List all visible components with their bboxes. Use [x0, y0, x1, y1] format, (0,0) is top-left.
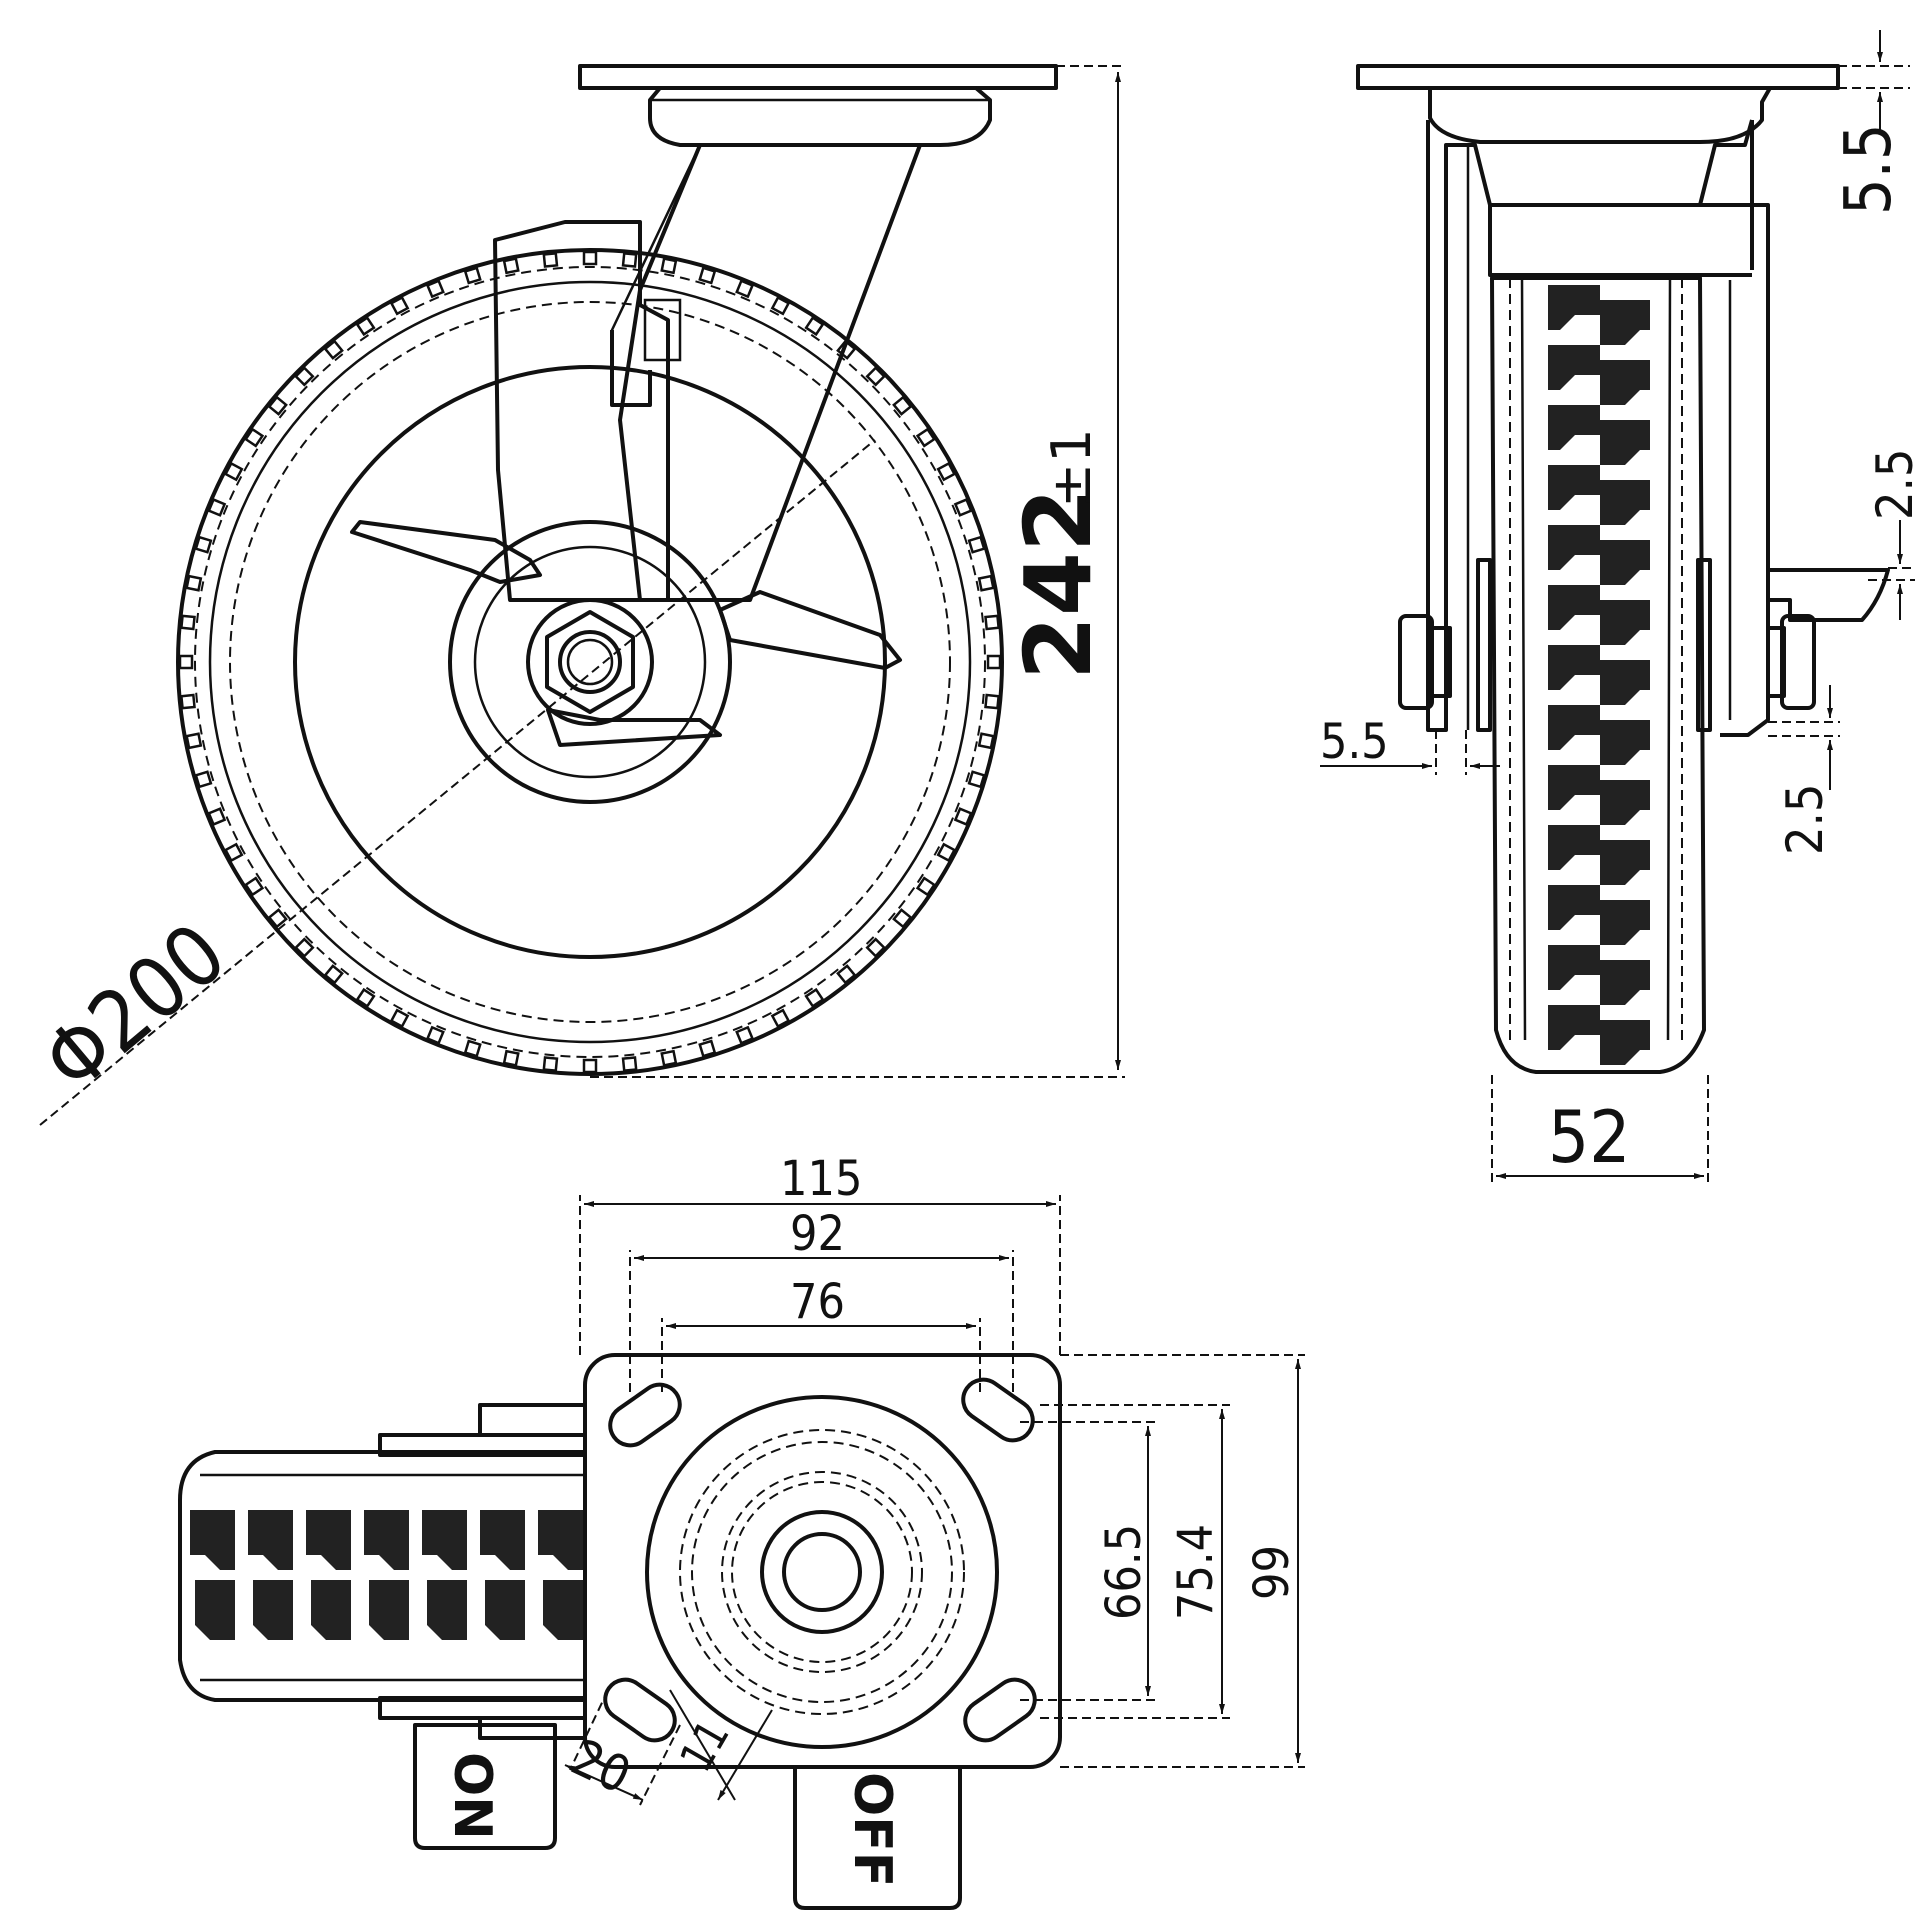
mounting-plate [583, 1353, 1062, 1769]
brake-tab-off [793, 1765, 962, 1910]
plate-thickness-dimension: 5.5 [1832, 30, 1910, 215]
bolt-spacing-75-label: 75.4 [1168, 1524, 1224, 1620]
side-view [176, 64, 1058, 1076]
brake-offset-label: 2.5 [1776, 783, 1834, 855]
plate-thickness-label: 5.5 [1832, 123, 1906, 215]
side-gap-dimension: 5.5 [1320, 714, 1500, 775]
bolt-slots [603, 1377, 1037, 1743]
height-label: 242 [1005, 488, 1112, 680]
plate-width-label: 99 [1244, 1545, 1300, 1600]
bolt-spacing-76-dimension: 76 [661, 1274, 981, 1392]
top-plate-front [1356, 64, 1840, 90]
brake-off-label: OFF [842, 1772, 902, 1887]
plate-width-dimension: 99 [1060, 1354, 1305, 1768]
top-view: ON OFF [178, 1353, 1062, 1910]
height-tolerance: ±1 [1040, 428, 1103, 508]
diameter-dimension: Φ200 [25, 439, 876, 1126]
fork-side [618, 143, 922, 602]
bolt-spacing-66-label: 66.5 [1096, 1524, 1152, 1620]
brake-offset-dimension: 2.5 [1768, 685, 1840, 855]
diameter-label: Φ200 [25, 904, 244, 1110]
fork-front [1426, 120, 1492, 732]
bolt-spacing-66-dimension: 66.5 [1020, 1421, 1155, 1701]
side-gap-label: 5.5 [1320, 714, 1389, 770]
bolt-spacing-92-dimension: 92 [629, 1206, 1014, 1392]
bolt-spacing-76-label: 76 [790, 1274, 845, 1330]
height-dimension: 242 ±1 [590, 65, 1125, 1078]
plate-length-label: 115 [780, 1151, 862, 1207]
brake-lever-side [718, 590, 902, 670]
swivel-bearing-side [648, 86, 992, 147]
plate-length-dimension: 115 [579, 1151, 1061, 1355]
brake-pedal-side [350, 520, 542, 584]
wheel-width-dimension: 52 [1491, 1075, 1709, 1185]
slot-length-dimension: 20 [563, 1689, 681, 1806]
front-view [1356, 64, 1890, 1074]
wheel-side [176, 248, 1004, 1076]
bolt-spacing-92-label: 92 [790, 1206, 845, 1262]
brake-pedal-front [1766, 568, 1890, 622]
top-plate-side [578, 64, 1058, 90]
brake-tab-on [413, 1723, 557, 1850]
wheel-width-label: 52 [1548, 1095, 1630, 1179]
axle-bolt-side [545, 610, 635, 714]
brake-gap-dimension: 2.5 [1866, 448, 1915, 620]
wheel-front [1490, 276, 1706, 1074]
axle-nut-right [1780, 614, 1816, 710]
slot-width-dimension: 11 [669, 1689, 773, 1801]
brake-gap-label: 2.5 [1866, 448, 1915, 520]
bolt-spacing-75-dimension: 75.4 [1040, 1404, 1230, 1719]
brake-on-label: ON [442, 1752, 502, 1840]
